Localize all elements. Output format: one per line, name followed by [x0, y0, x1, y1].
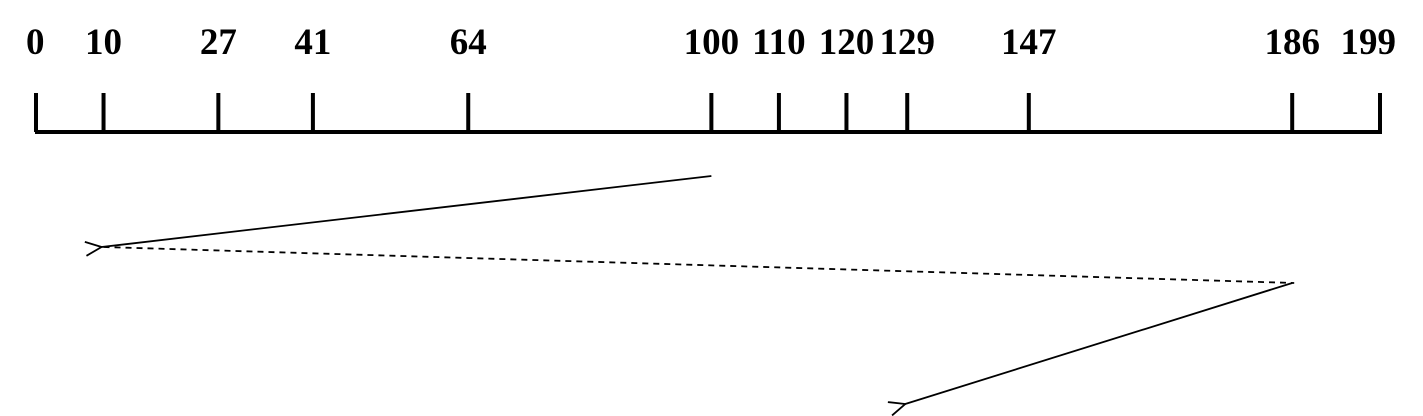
tick-label: 27	[200, 22, 237, 63]
tick-label: 199	[1341, 22, 1397, 63]
tick-marks	[34, 93, 1382, 132]
tick-label: 0	[26, 22, 45, 63]
head-movements	[102, 175, 1295, 404]
tick-label: 110	[752, 22, 805, 63]
head-movement-dashed	[103, 246, 1295, 284]
tick-label: 147	[1001, 22, 1057, 63]
tick-label: 186	[1264, 22, 1320, 63]
head-movement-solid	[905, 282, 1293, 404]
tick-label: 129	[879, 22, 935, 63]
tick-label: 120	[819, 22, 875, 63]
head-movement-solid	[102, 175, 712, 247]
tick-label: 41	[294, 22, 331, 63]
tick-label: 64	[450, 22, 487, 63]
tick-label: 100	[684, 22, 740, 63]
tick-label: 10	[85, 22, 122, 63]
